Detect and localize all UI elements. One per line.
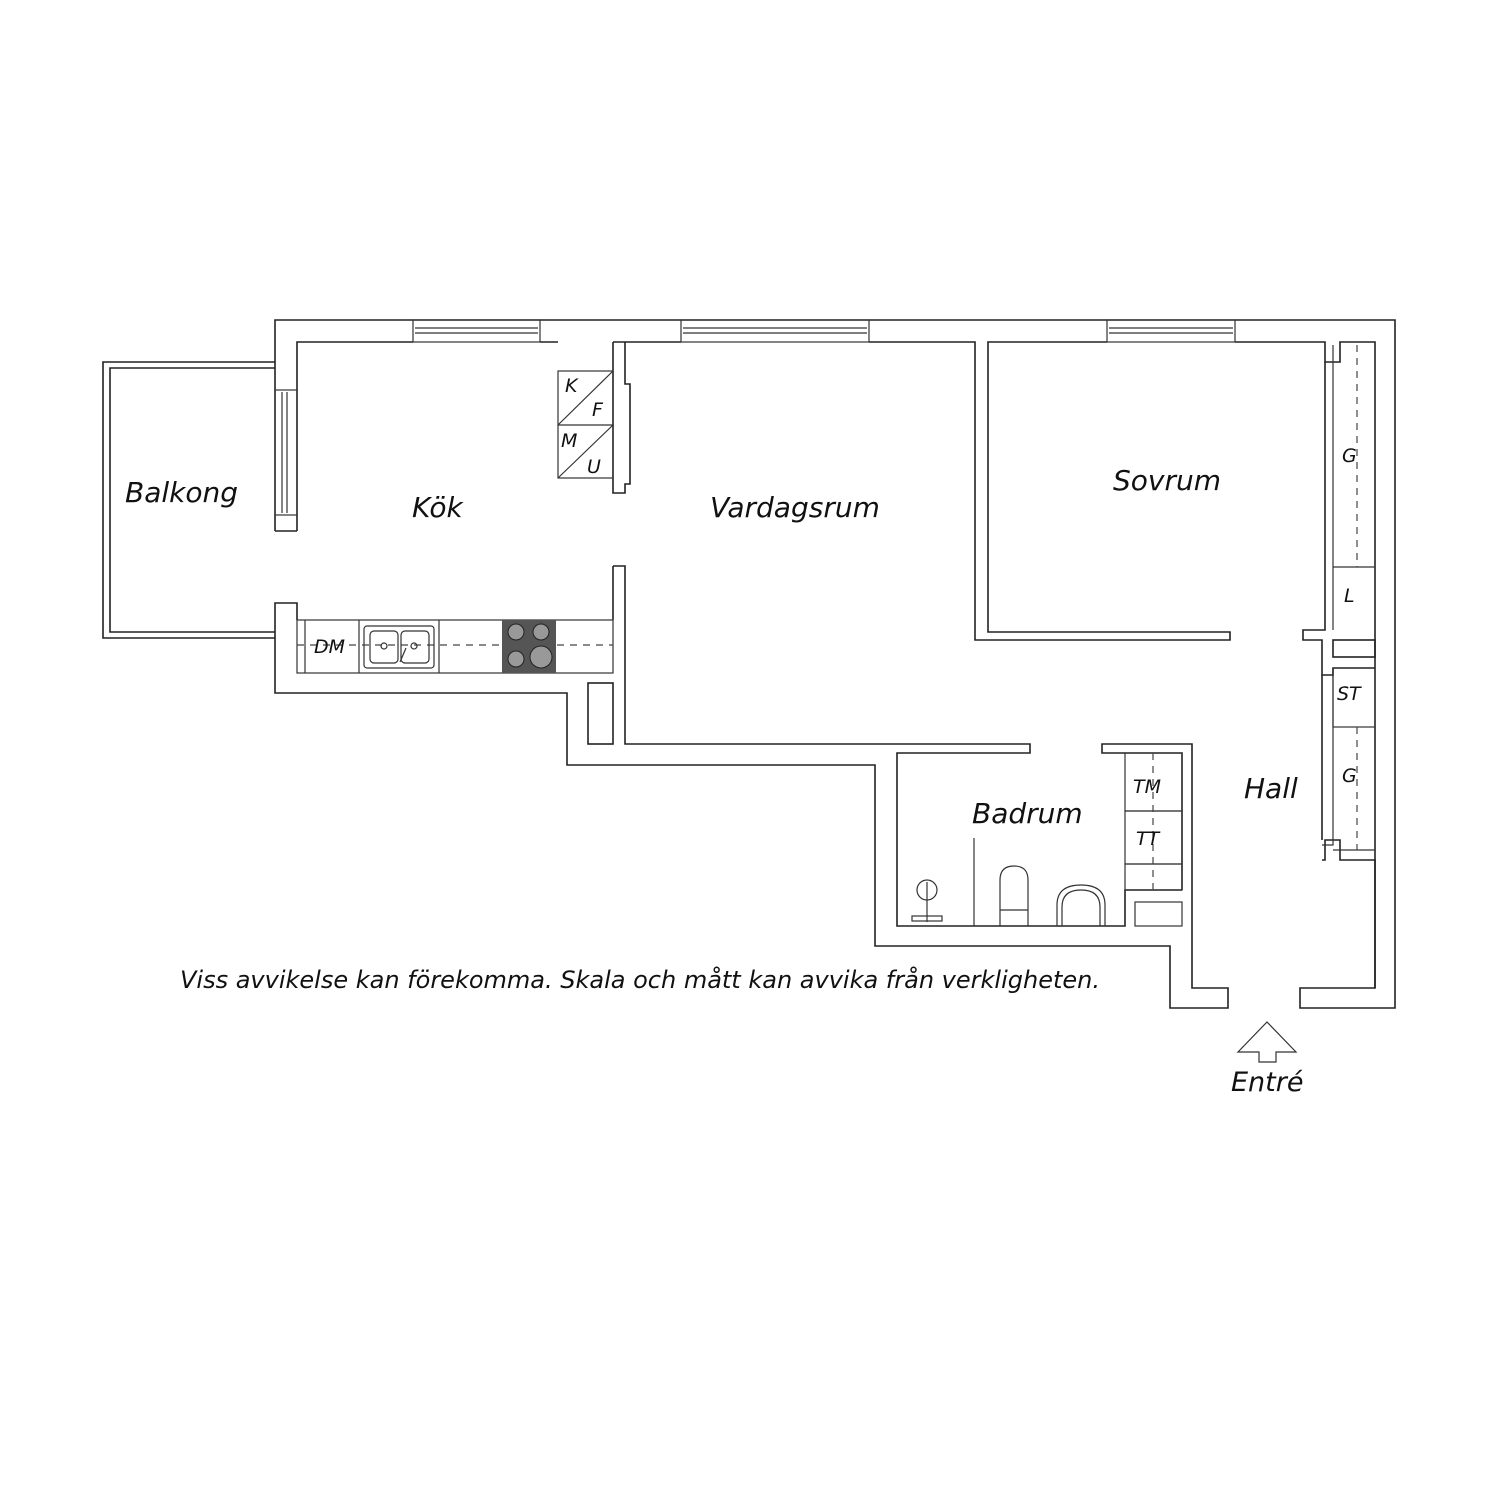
entrance-label: Entré [1231,1067,1303,1098]
room-label-kok: Kök [412,491,464,524]
room-label-hall: Hall [1244,772,1298,805]
walls [274,319,1396,1009]
sink-icon [363,625,435,669]
disclaimer: Viss avvikelse kan förekomma. Skala och … [180,965,1100,994]
fixture-label-tm: TM [1133,776,1161,798]
fixture-label-l: L [1344,585,1355,607]
kitchen-fixtures [296,370,614,674]
shower-icon [911,879,943,922]
fixture-label-u: U [587,456,601,478]
washbasin-icon [1056,884,1106,926]
fixture-label-st: ST [1337,683,1362,705]
windows [274,319,1236,516]
stove-icon [502,620,556,673]
fixture-label-g2: G [1342,765,1357,787]
room-label-balkong: Balkong [125,476,238,509]
balcony [102,361,275,639]
fixture-label-f: F [592,399,604,421]
fixture-label-dm: DM [314,636,345,658]
fixture-label-g1: G [1342,445,1357,467]
room-label-badrum: Badrum [972,797,1083,830]
bathroom-fixtures [911,752,1183,927]
fixture-label-tt: TT [1136,828,1161,850]
fixture-label-m: M [561,430,577,452]
entrance-arrow-icon [1236,1021,1298,1063]
room-label-sovrum: Sovrum [1113,464,1221,497]
fixture-label-k: K [565,375,579,397]
room-label-vardagsrum: Vardagsrum [710,491,880,524]
toilet-icon [999,865,1029,926]
